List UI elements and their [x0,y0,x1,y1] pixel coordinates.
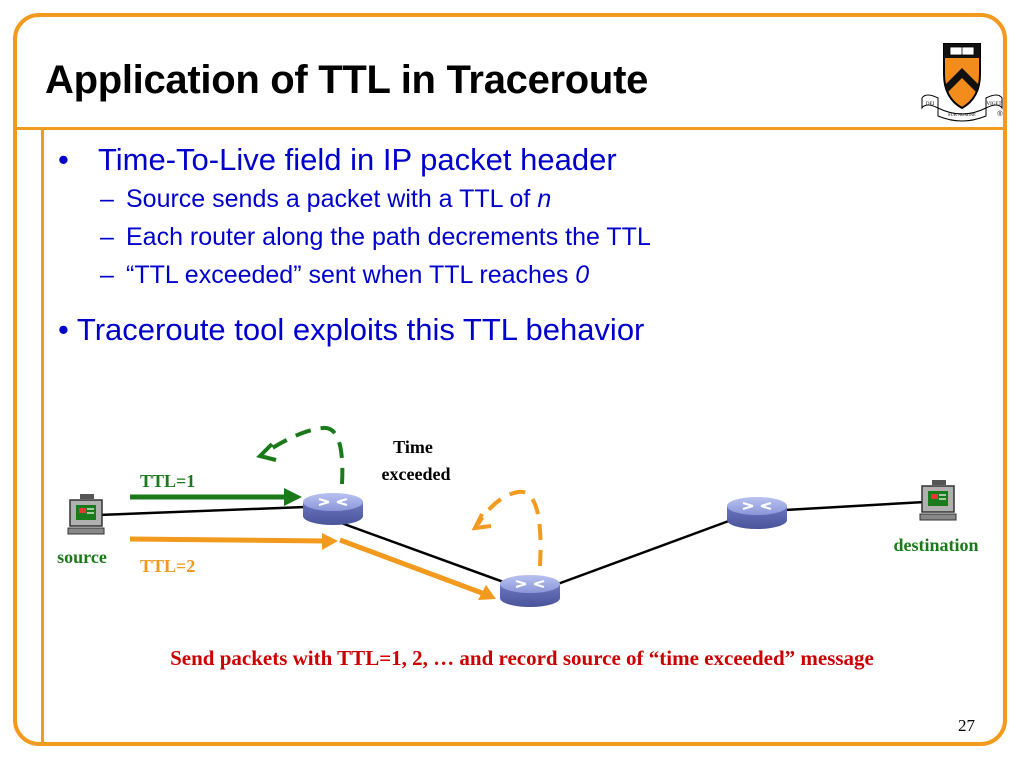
time-exceeded-label-line1: Time [393,437,433,457]
logo-registered: ® [997,110,1003,118]
time-exceeded-arrow-2 [471,489,543,567]
ttl1-arrow [130,488,302,506]
title-divider [15,127,1005,130]
sub-bullet-marker: – [100,185,114,213]
princeton-shield-icon: DEI SUB NUMINE VIGET ® [921,43,1003,122]
diagram-caption: Send packets with TTL=1, 2, … and record… [170,646,874,670]
sub-bullet-text: Each router along the path decrements th… [126,223,651,251]
sub-bullet: –Each router along the path decrements t… [58,218,998,256]
link-source-router1 [97,505,306,517]
slide-title: Application of TTL in Traceroute [45,58,649,102]
bullet-item: • Time-To-Live field in IP packet header [58,140,998,180]
time-exceeded-arrow-1 [256,426,345,485]
bullet-text: Traceroute tool exploits this TTL behavi… [76,312,645,347]
sub-bullet-emphasis: 0 [575,261,590,289]
sub-bullet: –“TTL exceeded” sent when TTL reaches 0 [58,256,998,294]
bullet-marker: • [58,142,69,177]
sub-bullet-marker: – [100,223,114,251]
sub-bullet-text: Source sends a packet with a TTL of [126,185,538,213]
router-icon [727,497,787,529]
link-router3-destination [784,500,926,512]
side-divider [41,128,44,745]
bullet-item: • Traceroute tool exploits this TTL beha… [58,310,998,350]
ttl1-label: TTL=1 [140,471,195,491]
ttl2-label: TTL=2 [140,556,195,576]
time-exceeded-label-line2: exceeded [382,464,451,484]
router-icon [303,493,363,525]
sub-bullet-marker: – [100,261,114,289]
link-router2-router3 [554,513,746,587]
sub-bullet-emphasis: n [537,185,552,213]
link-router1-router2 [332,518,521,590]
router-icon [500,575,560,607]
logo-motto-center: SUB NUMINE [948,112,976,117]
bullet-text: Time-To-Live field in IP packet header [98,142,617,177]
slide-frame [13,13,1007,746]
sub-bullet: –Source sends a packet with a TTL of n [58,180,998,218]
source-label: source [57,547,107,567]
bullet-list: •Time-To-Live field in IP packet header … [58,140,998,350]
computer-icon [67,494,105,535]
ttl2-arrow [129,533,496,600]
logo-motto-right: VIGET [987,102,1002,107]
computer-icon [919,480,957,521]
destination-label: destination [893,535,978,555]
page-number: 27 [958,716,975,735]
bullet-marker: • [58,312,69,347]
sub-bullet-text: “TTL exceeded” sent when TTL reaches [126,261,576,289]
logo-motto-left: DEI [926,102,935,107]
